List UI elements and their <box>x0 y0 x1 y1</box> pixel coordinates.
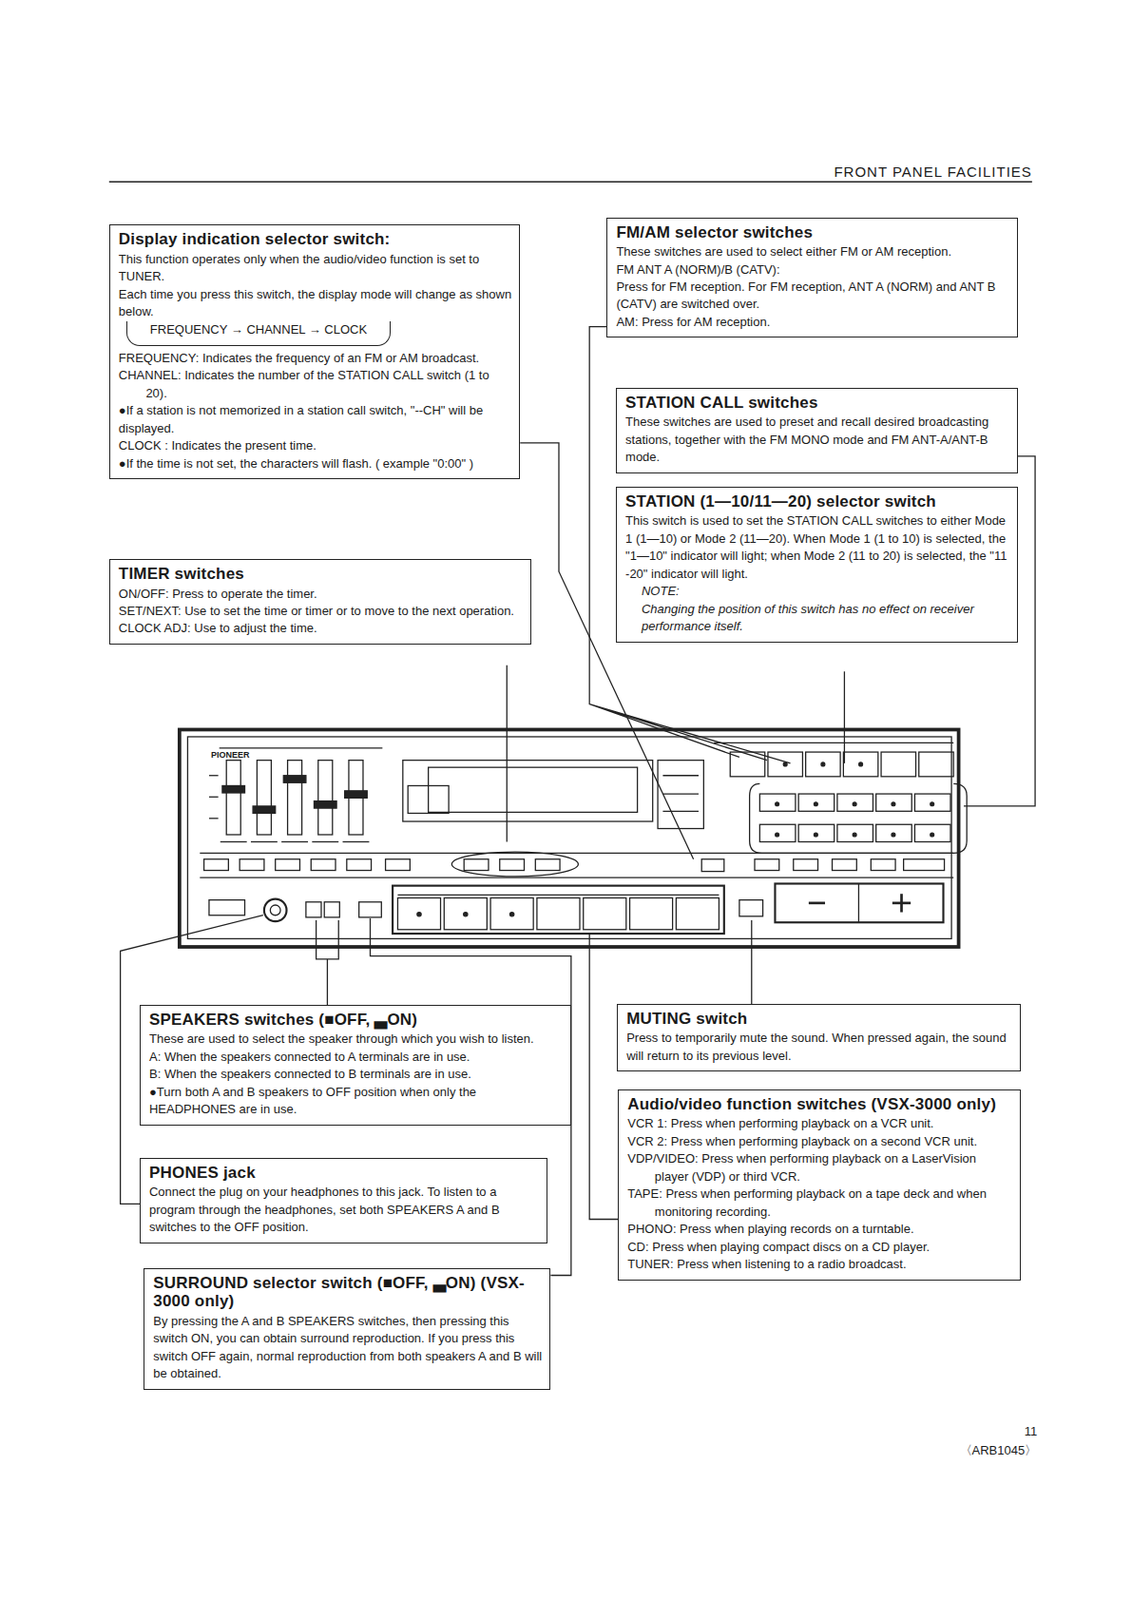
callout-text: These switches are used to select either… <box>615 243 1009 261</box>
callout-heading: TIMER switches <box>118 564 523 584</box>
callout-heading: Audio/video function switches (VSX-3000 … <box>627 1094 1013 1114</box>
callout-text: VDP/VIDEO: Press when performing playbac… <box>627 1150 1013 1186</box>
callout-heading: MUTING switch <box>626 1009 1013 1029</box>
callout-text: A: When the speakers connected to A term… <box>149 1048 563 1066</box>
callout-text: ●If a station is not memorized in a stat… <box>118 402 512 438</box>
callout-heading: Display indication selector switch: <box>118 230 512 250</box>
callout-text: PHONO: Press when playing records on a t… <box>627 1220 1013 1238</box>
callout-text: CLOCK ADJ: Use to adjust the time. <box>118 619 523 637</box>
callout-text: ●If the time is not set, the characters … <box>118 455 512 473</box>
callout-heading: PHONES jack <box>149 1163 539 1183</box>
callout-text: Each time you press this switch, the dis… <box>118 286 512 322</box>
callout-box: SURROUND selector switch (■OFF, ▃ON) (VS… <box>143 1267 551 1390</box>
callout-text: By pressing the A and B SPEAKERS switche… <box>153 1312 542 1383</box>
callout-box: PHONES jackConnect the plug on your head… <box>139 1157 548 1244</box>
callout-text: VCR 2: Press when performing playback on… <box>627 1132 1013 1151</box>
callout-box: STATION (1—10/11—20) selector switchThis… <box>615 486 1018 643</box>
callout-heading: SURROUND selector switch (■OFF, ▃ON) (VS… <box>153 1273 542 1311</box>
callout-text: Connect the plug on your headphones to t… <box>149 1183 539 1236</box>
callout-box: TIMER switchesON/OFF: Press to operate t… <box>109 558 532 645</box>
callout-heading: FM/AM selector switches <box>615 223 1009 243</box>
callout-text: Changing the position of this switch has… <box>625 600 1010 636</box>
brand-logo: PIONEER <box>209 749 252 760</box>
callout-heading: STATION CALL switches <box>625 393 1010 413</box>
callout-text: Press for FM reception. For FM reception… <box>615 278 1009 314</box>
callout-box: MUTING switchPress to temporarily mute t… <box>616 1003 1021 1072</box>
callout-text: B: When the speakers connected to B term… <box>149 1065 563 1083</box>
callout-text: ON/OFF: Press to operate the timer. <box>118 585 523 603</box>
callout-text: SET/NEXT: Use to set the time or timer o… <box>118 602 523 620</box>
callout-text: TAPE: Press when performing playback on … <box>627 1185 1013 1221</box>
callout-text: FREQUENCY: Indicates the frequency of an… <box>118 349 512 367</box>
callout-box: FM/AM selector switchesThese switches ar… <box>606 217 1017 339</box>
page-number: 〈ARB1045〉 <box>959 1441 1038 1459</box>
callout-text: These switches are used to preset and re… <box>625 413 1010 466</box>
callout-box: SPEAKERS switches (■OFF, ▃ON)These are u… <box>139 1004 572 1126</box>
callout-text: CHANNEL: Indicates the number of the STA… <box>118 366 512 403</box>
callout-text: NOTE: <box>625 582 1010 600</box>
callout-text: FREQUENCY → CHANNEL → CLOCK <box>126 321 391 346</box>
page-header: FRONT PANEL FACILITIES <box>833 163 1032 180</box>
callout-box: Audio/video function switches (VSX-3000 … <box>617 1089 1021 1281</box>
callout-box: STATION CALL switchesThese switches are … <box>615 387 1018 474</box>
callout-text: These are used to select the speaker thr… <box>149 1030 563 1048</box>
callout-text: VCR 1: Press when performing playback on… <box>627 1114 1013 1132</box>
callout-text: This function operates only when the aud… <box>118 250 512 287</box>
callout-text: FM ANT A (NORM)/B (CATV): <box>615 261 1009 279</box>
callout-text: AM: Press for AM reception. <box>615 313 1009 331</box>
callout-text: Press to temporarily mute the sound. Whe… <box>626 1029 1013 1065</box>
page-number: 11 <box>1024 1423 1038 1439</box>
callout-text: CLOCK : Indicates the present time. <box>118 437 512 455</box>
callout-text: CD: Press when playing compact discs on … <box>627 1238 1013 1256</box>
callout-text: This switch is used to set the STATION C… <box>625 512 1010 583</box>
callout-heading: SPEAKERS switches (■OFF, ▃ON) <box>149 1010 563 1030</box>
callout-text: ●Turn both A and B speakers to OFF posit… <box>149 1083 563 1119</box>
cycle-row: FREQUENCY → CHANNEL → CLOCK <box>118 320 512 349</box>
callout-box: Display indication selector switch:This … <box>109 224 520 480</box>
callout-heading: STATION (1—10/11—20) selector switch <box>625 492 1010 512</box>
callout-text: TUNER: Press when listening to a radio b… <box>627 1255 1013 1273</box>
